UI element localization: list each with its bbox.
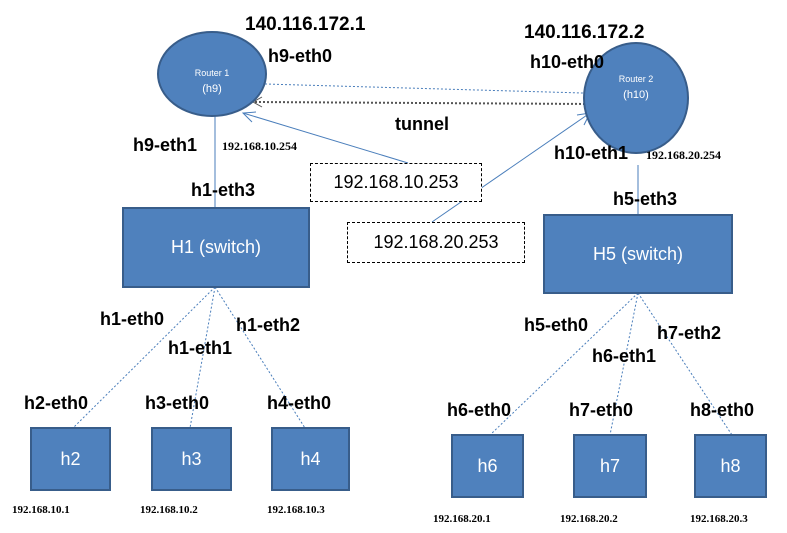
link-s1-h2 bbox=[72, 286, 216, 429]
host-h8-iface: h8-eth0 bbox=[690, 400, 755, 420]
router-2-host: (h10) bbox=[623, 89, 649, 101]
switch-h5[interactable] bbox=[543, 214, 733, 294]
host-h4-label: h4 bbox=[300, 449, 321, 469]
router-1-lan-ip: 192.168.10.254 bbox=[222, 139, 297, 153]
host-h8[interactable] bbox=[694, 434, 767, 498]
tunnel-label: tunnel bbox=[395, 114, 449, 134]
router-2-lan-ip: 192.168.20.254 bbox=[646, 148, 721, 162]
tunnel-line bbox=[254, 101, 591, 105]
router-1-host: (h9) bbox=[202, 83, 222, 95]
router-1-name: Router 1 bbox=[194, 68, 230, 78]
router-1-wan-if: h9-eth0 bbox=[268, 46, 333, 66]
host-h6[interactable] bbox=[451, 434, 524, 498]
host-h7-label: h7 bbox=[599, 456, 621, 476]
switch-h5-port-2: h7-eth2 bbox=[657, 323, 722, 343]
host-h7-ip: 192.168.20.2 bbox=[560, 513, 618, 525]
router-2-name: Router 2 bbox=[618, 74, 654, 84]
host-h3-label: h3 bbox=[181, 449, 202, 469]
host-h2[interactable] bbox=[30, 427, 111, 491]
host-h3-ip: 192.168.10.2 bbox=[140, 504, 198, 516]
host-h2-ip: 192.168.10.1 bbox=[12, 504, 70, 516]
host-h7[interactable] bbox=[573, 434, 647, 498]
host-h3-iface: h3-eth0 bbox=[145, 393, 210, 413]
router-2-lan-if: h10-eth1 bbox=[554, 143, 629, 163]
arrow-remote-right bbox=[431, 112, 591, 223]
host-h6-ip: 192.168.20.1 bbox=[433, 513, 491, 525]
router-2-public-ip: 140.116.172.2 bbox=[524, 22, 645, 43]
host-h2-label: h2 bbox=[60, 449, 81, 469]
host-h4-iface: h4-eth0 bbox=[267, 393, 332, 413]
host-h7-iface: h7-eth0 bbox=[569, 400, 634, 420]
switch-h5-port-0: h5-eth0 bbox=[524, 315, 589, 335]
remote-ip-right-box: 192.168.20.253 bbox=[347, 222, 525, 263]
host-h6-iface: h6-eth0 bbox=[447, 400, 512, 420]
router-2-wan-if: h10-eth0 bbox=[530, 52, 605, 72]
link-s2-h7 bbox=[609, 292, 639, 436]
arrow-remote-left bbox=[242, 112, 409, 164]
host-h8-ip: 192.168.20.3 bbox=[690, 513, 748, 525]
switch-h1-port-2: h1-eth2 bbox=[236, 315, 301, 335]
remote-ip-left-box: 192.168.10.253 bbox=[310, 163, 482, 202]
switch-h5-port-1: h6-eth1 bbox=[592, 346, 657, 366]
link-wan bbox=[264, 83, 584, 94]
switch-h5-label: H5 (switch) bbox=[592, 244, 683, 264]
router-1-lan-if: h9-eth1 bbox=[133, 135, 198, 155]
router-1-public-ip: 140.116.172.1 bbox=[245, 14, 366, 35]
switch-h1-label: H1 (switch) bbox=[170, 237, 261, 257]
switch-h1-uplink-if: h1-eth3 bbox=[191, 180, 256, 200]
link-s2-h8 bbox=[637, 292, 733, 436]
host-h4-ip: 192.168.10.3 bbox=[267, 504, 325, 516]
host-h6-label: h6 bbox=[477, 456, 498, 476]
switch-h1[interactable] bbox=[122, 207, 310, 288]
host-h2-iface: h2-eth0 bbox=[24, 393, 89, 413]
switch-h5-uplink-if: h5-eth3 bbox=[613, 189, 678, 209]
arrow-remote-left-head bbox=[241, 111, 257, 123]
router-1[interactable] bbox=[157, 31, 267, 117]
host-h4[interactable] bbox=[271, 427, 350, 491]
host-h8-label: h8 bbox=[720, 456, 741, 476]
host-h3[interactable] bbox=[151, 427, 232, 491]
switch-h1-port-0: h1-eth0 bbox=[100, 309, 165, 329]
switch-h1-port-1: h1-eth1 bbox=[168, 338, 233, 358]
router-2[interactable] bbox=[583, 42, 689, 154]
